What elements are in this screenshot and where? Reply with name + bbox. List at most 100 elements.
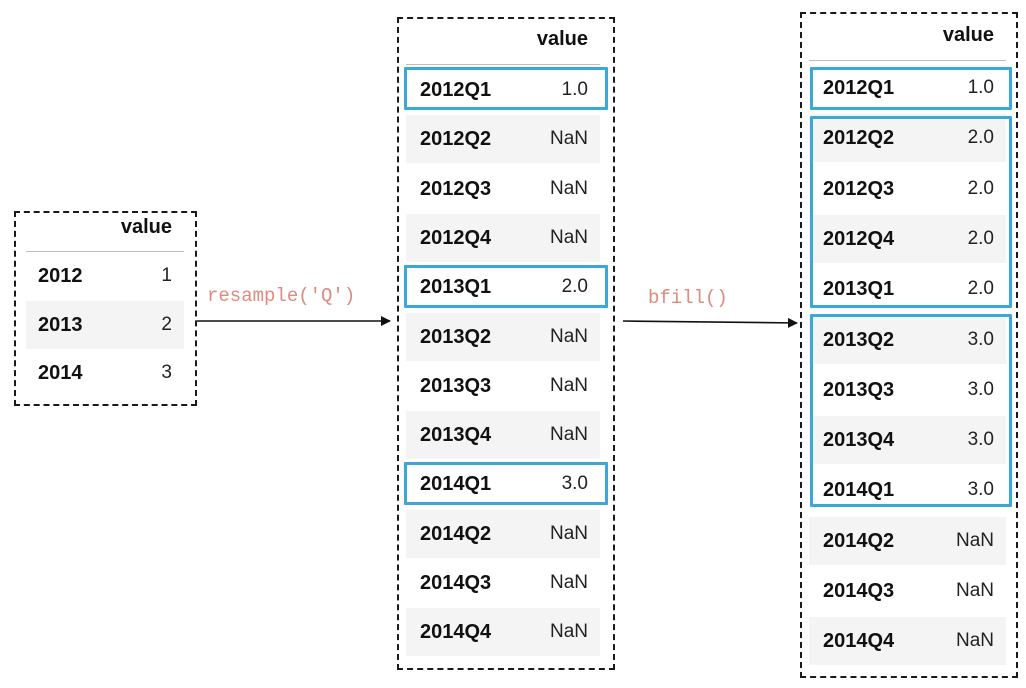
- bfill-label: bfill(): [648, 287, 728, 309]
- row-value: NaN: [955, 529, 994, 551]
- highlight-group-2013Q2-2014Q1: [810, 314, 1012, 507]
- row-value: NaN: [549, 325, 588, 347]
- resampled-header-rule: [406, 64, 600, 65]
- resampled-table-row: 2013Q3 NaN: [406, 362, 600, 410]
- filled-table-row: 2012Q3 2.0: [809, 165, 1006, 213]
- row-index-label: 2014Q3: [420, 572, 492, 594]
- resampled-table-row: 2014Q1 3.0: [406, 460, 600, 508]
- row-value: NaN: [549, 424, 588, 446]
- row-index-label: 2014Q2: [420, 522, 492, 545]
- highlight-group-2012Q2-2013Q1: [810, 116, 1012, 308]
- highlight-2014Q1: [404, 462, 608, 505]
- row-index-label: 2013Q1: [420, 276, 492, 299]
- row-value: 3: [161, 362, 172, 383]
- highlight-group-2012Q1: [810, 67, 1012, 110]
- row-value: 1: [161, 265, 172, 286]
- row-value: NaN: [549, 226, 588, 248]
- filled-header-rule: [809, 60, 1006, 61]
- row-value: 3.0: [967, 429, 994, 451]
- filled-frame: [800, 12, 1018, 678]
- resampled-table-row: 2013Q1 2.0: [406, 263, 600, 311]
- row-value: NaN: [549, 621, 588, 643]
- row-index-label: 2014: [38, 362, 83, 384]
- row-value: NaN: [549, 522, 588, 544]
- row-index-label: 2012Q4: [823, 227, 895, 250]
- source-frame: [14, 211, 197, 406]
- row-index-label: 2014Q2: [823, 529, 895, 552]
- row-index-label: 2014Q1: [420, 473, 492, 496]
- row-value: 1.0: [967, 77, 994, 98]
- resampled-table-row: 2012Q1 1.0: [406, 66, 600, 114]
- filled-column-header: value: [942, 24, 994, 46]
- filled-table-row: 2013Q2 3.0: [809, 315, 1006, 364]
- row-index-label: 2013: [38, 313, 83, 336]
- source-header-rule: [26, 251, 184, 252]
- row-value: 1.0: [561, 79, 588, 100]
- filled-table-row: 2012Q1 1.0: [809, 64, 1006, 112]
- row-index-label: 2012Q2: [823, 127, 895, 150]
- row-index-label: 2012: [38, 265, 83, 287]
- resampled-column-header: value: [536, 28, 588, 50]
- filled-table-row: 2014Q1 3.0: [809, 466, 1006, 514]
- resampled-frame: [397, 17, 615, 670]
- row-value: 2.0: [967, 227, 994, 249]
- filled-table-row: 2012Q2 2.0: [809, 114, 1006, 163]
- resampled-table-row: 2012Q3 NaN: [406, 165, 600, 213]
- source-table-row: 2014 3: [26, 349, 184, 397]
- row-value: NaN: [549, 177, 588, 199]
- row-index-label: 2012Q4: [420, 226, 492, 249]
- resampled-table-row: 2012Q4 NaN: [406, 213, 600, 262]
- highlight-2013Q1: [404, 265, 608, 308]
- row-index-label: 2013Q4: [823, 429, 895, 452]
- row-index-label: 2013Q3: [420, 374, 492, 397]
- row-index-label: 2013Q2: [823, 328, 895, 351]
- filled-table-row: 2012Q4 2.0: [809, 214, 1006, 263]
- row-value: 3.0: [561, 473, 588, 495]
- row-index-label: 2012Q2: [420, 128, 492, 151]
- filled-table-row: 2014Q3 NaN: [809, 567, 1006, 615]
- filled-table-row: 2013Q3 3.0: [809, 366, 1006, 414]
- row-value: NaN: [549, 128, 588, 150]
- source-column-header: value: [120, 216, 172, 238]
- row-value: 2.0: [967, 127, 994, 149]
- source-table-row: 2013 2: [26, 300, 184, 349]
- row-index-label: 2012Q3: [823, 177, 895, 200]
- row-index-label: 2014Q4: [420, 621, 492, 644]
- row-value: 3.0: [967, 378, 994, 400]
- row-value: 2.0: [561, 276, 588, 298]
- row-index-label: 2012Q1: [420, 79, 492, 101]
- resampled-table-row: 2014Q4 NaN: [406, 608, 600, 657]
- row-index-label: 2013Q3: [823, 378, 895, 401]
- resampled-table-row: 2012Q2 NaN: [406, 115, 600, 164]
- filled-table-row: 2013Q4 3.0: [809, 416, 1006, 465]
- row-index-label: 2012Q1: [823, 77, 895, 99]
- row-value: 2.0: [967, 177, 994, 199]
- source-table-row: 2012 1: [26, 252, 184, 300]
- resampled-table-row: 2014Q2 NaN: [406, 509, 600, 558]
- resampled-table-row: 2013Q2 NaN: [406, 312, 600, 361]
- row-value: 3.0: [967, 328, 994, 350]
- row-index-label: 2012Q3: [420, 177, 492, 200]
- row-index-label: 2014Q1: [823, 479, 895, 502]
- filled-table-row: 2013Q1 2.0: [809, 265, 1006, 313]
- row-value: 2: [161, 313, 172, 335]
- row-index-label: 2013Q1: [823, 278, 895, 301]
- row-index-label: 2014Q3: [823, 580, 895, 602]
- resampled-table-row: 2013Q4 NaN: [406, 411, 600, 460]
- row-value: NaN: [955, 630, 994, 652]
- row-value: NaN: [549, 572, 588, 593]
- row-index-label: 2014Q4: [823, 630, 895, 653]
- row-value: NaN: [955, 580, 994, 601]
- row-index-label: 2013Q2: [420, 325, 492, 348]
- filled-table-row: 2014Q2 NaN: [809, 516, 1006, 565]
- bfill-arrow: [622, 317, 798, 328]
- row-value: NaN: [549, 374, 588, 396]
- row-value: 3.0: [967, 479, 994, 501]
- highlight-2012Q1: [404, 67, 608, 110]
- resample-label: resample('Q'): [207, 285, 356, 307]
- row-index-label: 2013Q4: [420, 424, 492, 447]
- resampled-table-row: 2014Q3 NaN: [406, 559, 600, 607]
- row-value: 2.0: [967, 278, 994, 300]
